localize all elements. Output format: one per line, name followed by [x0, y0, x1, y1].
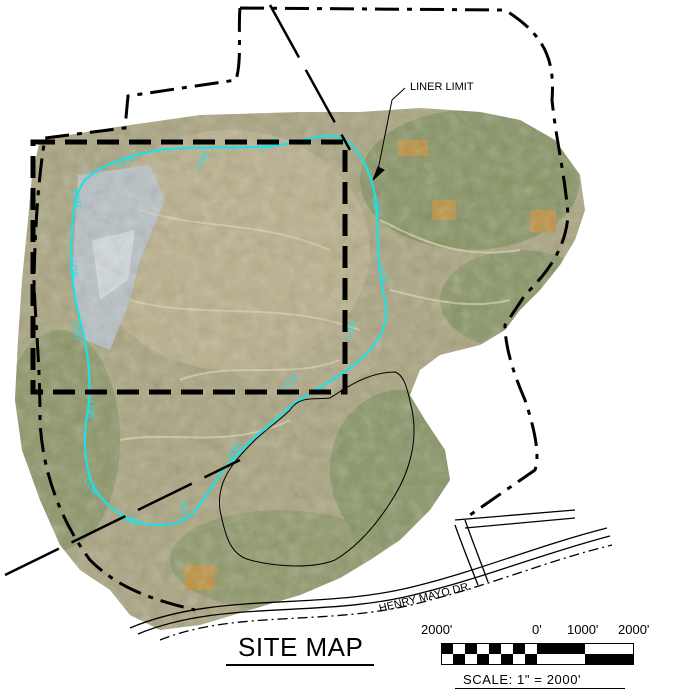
- contour-label: LOR: [370, 197, 383, 217]
- cross-section-line: [268, 4, 352, 151]
- map-title: SITE MAP: [238, 632, 364, 662]
- contour-label: LOR: [70, 189, 83, 209]
- scale-tick-label: 0': [532, 622, 542, 637]
- contour-label: LOR: [376, 265, 389, 285]
- scale-tick-label: 1000': [567, 622, 599, 637]
- scale-tick-label: 2000': [618, 622, 650, 637]
- scale-checker: [441, 643, 634, 665]
- liner-limit-callout: [372, 87, 406, 181]
- scale-ratio-underline: [455, 688, 625, 689]
- contour-label: LOR: [86, 400, 96, 419]
- liner-limit-label: LINER LIMIT: [410, 81, 474, 93]
- cross-section-line-lower: [4, 458, 241, 577]
- road-label: HENRY MAYO DR.: [378, 580, 473, 615]
- scale-tick-label: 2000': [421, 622, 453, 637]
- sub-area-outline: [218, 371, 415, 567]
- property-boundary: [32, 6, 570, 612]
- scale-ratio: SCALE: 1" = 2000': [463, 672, 582, 687]
- contour-label: LOR: [70, 321, 83, 341]
- henry-mayo-road: [129, 509, 613, 641]
- contour-label: LOR: [178, 500, 190, 520]
- contour-label: LOR: [68, 259, 80, 279]
- title-underline: [226, 664, 374, 666]
